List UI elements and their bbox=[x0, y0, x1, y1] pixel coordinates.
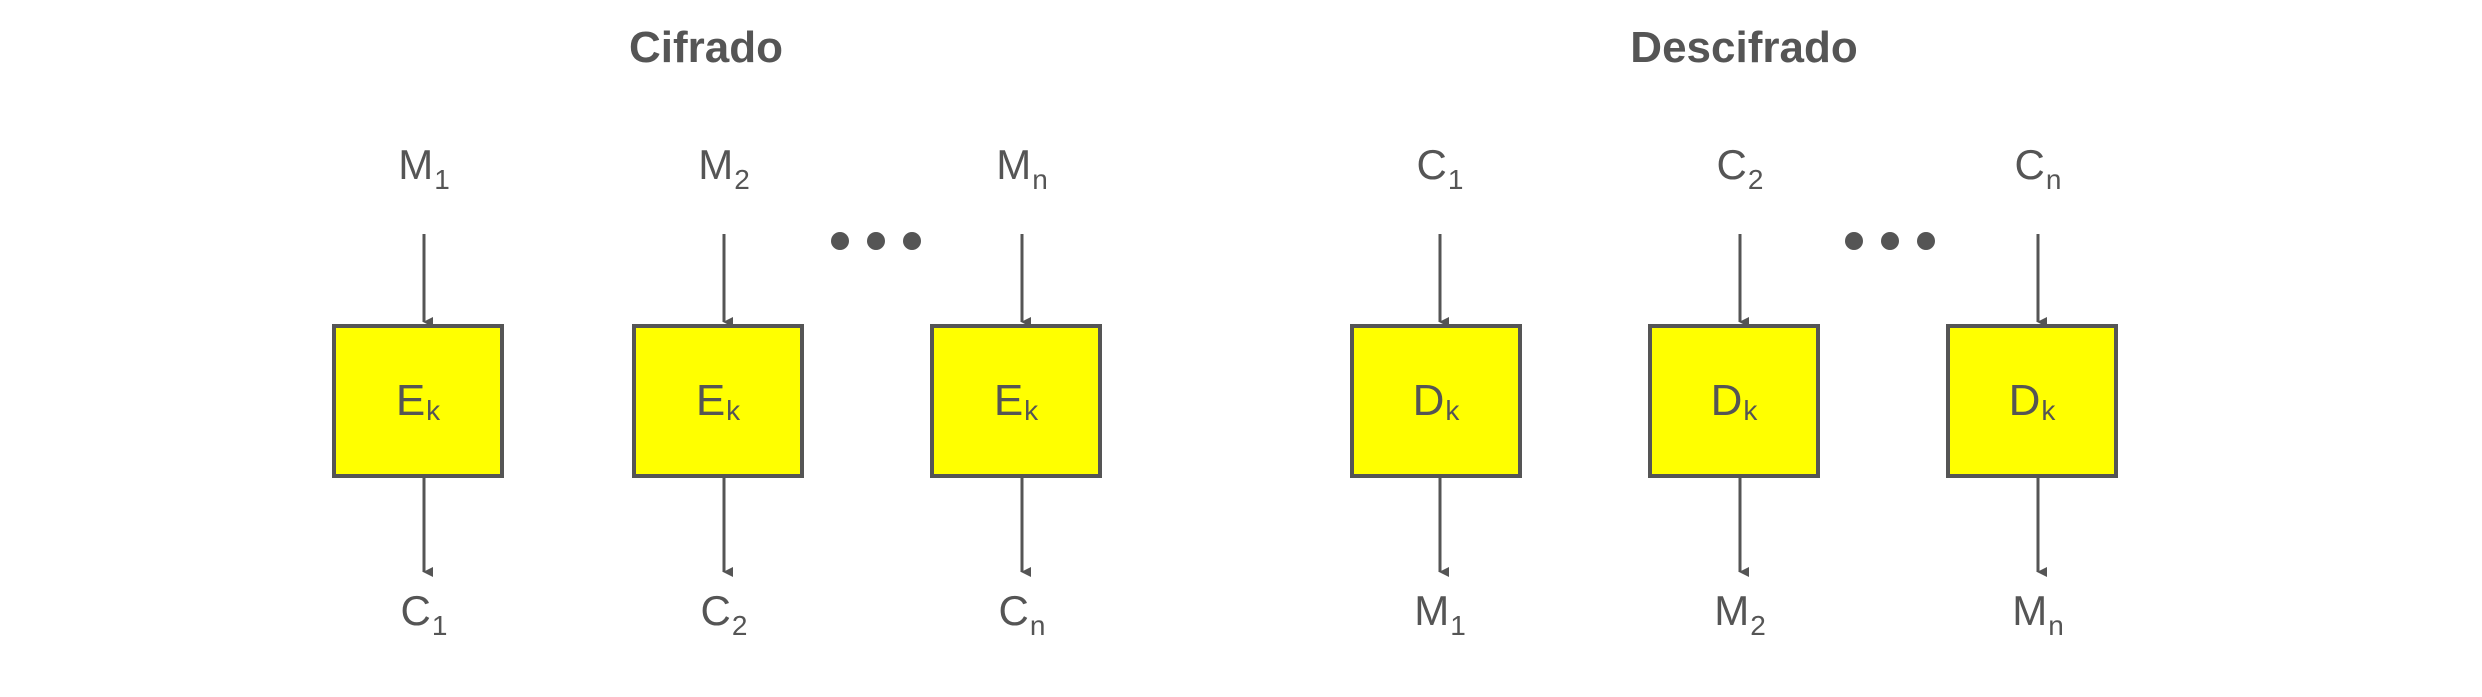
decrypt-output-1: M1 bbox=[1414, 587, 1466, 641]
encrypt-input-n: Mn bbox=[996, 141, 1048, 195]
encrypt-output-1: C1 bbox=[400, 587, 448, 641]
encrypt-title: Cifrado bbox=[629, 23, 783, 72]
decrypt-output-n: Mn bbox=[2012, 587, 2064, 641]
encrypt-output-n: Cn bbox=[998, 587, 1046, 641]
encrypt-input-1: M1 bbox=[398, 141, 450, 195]
decrypt-title: Descifrado bbox=[1630, 23, 1858, 72]
decrypt-input-n: Cn bbox=[2014, 141, 2062, 195]
decrypt-output-2: M2 bbox=[1714, 587, 1766, 641]
dot bbox=[831, 232, 849, 250]
encrypt-output-2: C2 bbox=[700, 587, 748, 641]
encrypt-input-2: M2 bbox=[698, 141, 750, 195]
decrypt-input-1: C1 bbox=[1416, 141, 1464, 195]
dot bbox=[1917, 232, 1935, 250]
dot bbox=[903, 232, 921, 250]
dot bbox=[1845, 232, 1863, 250]
encrypt-ellipsis bbox=[831, 232, 921, 254]
decrypt-input-2: C2 bbox=[1716, 141, 1764, 195]
dot bbox=[867, 232, 885, 250]
decrypt-ellipsis bbox=[1845, 232, 1935, 254]
dot bbox=[1881, 232, 1899, 250]
